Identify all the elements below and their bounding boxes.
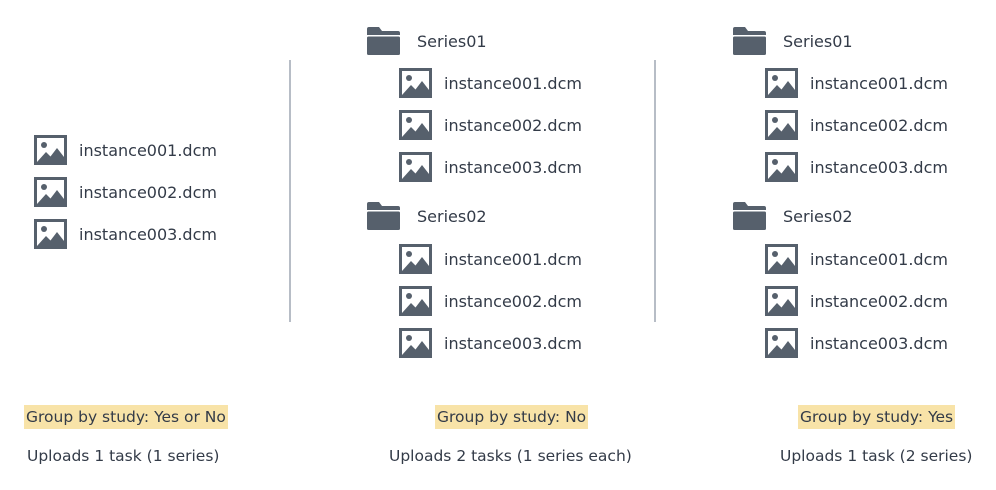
- file-item: instance003.dcm: [765, 327, 948, 359]
- file-item: instance003.dcm: [765, 151, 948, 183]
- upload-result: Uploads 1 task (2 series): [780, 447, 973, 465]
- image-file-icon: [765, 244, 798, 274]
- folder-item: Series02: [367, 200, 487, 232]
- file-name: instance001.dcm: [810, 73, 948, 93]
- file-name: instance001.dcm: [444, 249, 582, 269]
- image-file-icon: [765, 328, 798, 358]
- file-name: instance003.dcm: [444, 333, 582, 353]
- file-item: instance001.dcm: [765, 243, 948, 275]
- file-name: instance003.dcm: [79, 224, 217, 244]
- file-item: instance001.dcm: [399, 67, 582, 99]
- file-name: instance002.dcm: [810, 291, 948, 311]
- folder-name: Series01: [783, 31, 853, 51]
- folder-icon: [367, 201, 400, 231]
- image-file-icon: [399, 328, 432, 358]
- image-file-icon: [399, 244, 432, 274]
- file-item: instance003.dcm: [399, 151, 582, 183]
- image-file-icon: [34, 177, 67, 207]
- file-item: instance002.dcm: [765, 285, 948, 317]
- image-file-icon: [399, 68, 432, 98]
- file-name: instance002.dcm: [810, 115, 948, 135]
- file-name: instance003.dcm: [444, 157, 582, 177]
- image-file-icon: [765, 110, 798, 140]
- file-item: instance002.dcm: [399, 109, 582, 141]
- column-divider: [654, 60, 656, 322]
- file-item: instance001.dcm: [34, 134, 217, 166]
- file-name: instance002.dcm: [79, 182, 217, 202]
- file-item: instance002.dcm: [34, 176, 217, 208]
- image-file-icon: [765, 68, 798, 98]
- image-file-icon: [765, 286, 798, 316]
- file-name: instance003.dcm: [810, 333, 948, 353]
- image-file-icon: [34, 135, 67, 165]
- folder-icon: [367, 26, 400, 56]
- file-item: instance003.dcm: [34, 218, 217, 250]
- file-name: instance001.dcm: [810, 249, 948, 269]
- folder-name: Series02: [783, 206, 853, 226]
- file-name: instance001.dcm: [444, 73, 582, 93]
- file-item: instance001.dcm: [399, 243, 582, 275]
- column-divider: [289, 60, 291, 322]
- file-item: instance002.dcm: [399, 285, 582, 317]
- folder-icon: [733, 26, 766, 56]
- folder-item: Series02: [733, 200, 853, 232]
- folder-icon: [733, 201, 766, 231]
- image-file-icon: [399, 152, 432, 182]
- folder-name: Series01: [417, 31, 487, 51]
- file-name: instance002.dcm: [444, 115, 582, 135]
- image-file-icon: [765, 152, 798, 182]
- file-name: instance002.dcm: [444, 291, 582, 311]
- folder-item: Series01: [367, 25, 487, 57]
- upload-result: Uploads 2 tasks (1 series each): [389, 447, 632, 465]
- file-item: instance003.dcm: [399, 327, 582, 359]
- file-item: instance002.dcm: [765, 109, 948, 141]
- file-item: instance001.dcm: [765, 67, 948, 99]
- group-by-study-setting: Group by study: No: [435, 405, 589, 429]
- group-by-study-setting: Group by study: Yes or No: [24, 405, 228, 429]
- image-file-icon: [399, 286, 432, 316]
- upload-result: Uploads 1 task (1 series): [27, 447, 220, 465]
- folder-item: Series01: [733, 25, 853, 57]
- folder-name: Series02: [417, 206, 487, 226]
- file-name: instance001.dcm: [79, 140, 217, 160]
- group-by-study-setting: Group by study: Yes: [798, 405, 956, 429]
- image-file-icon: [399, 110, 432, 140]
- file-name: instance003.dcm: [810, 157, 948, 177]
- image-file-icon: [34, 219, 67, 249]
